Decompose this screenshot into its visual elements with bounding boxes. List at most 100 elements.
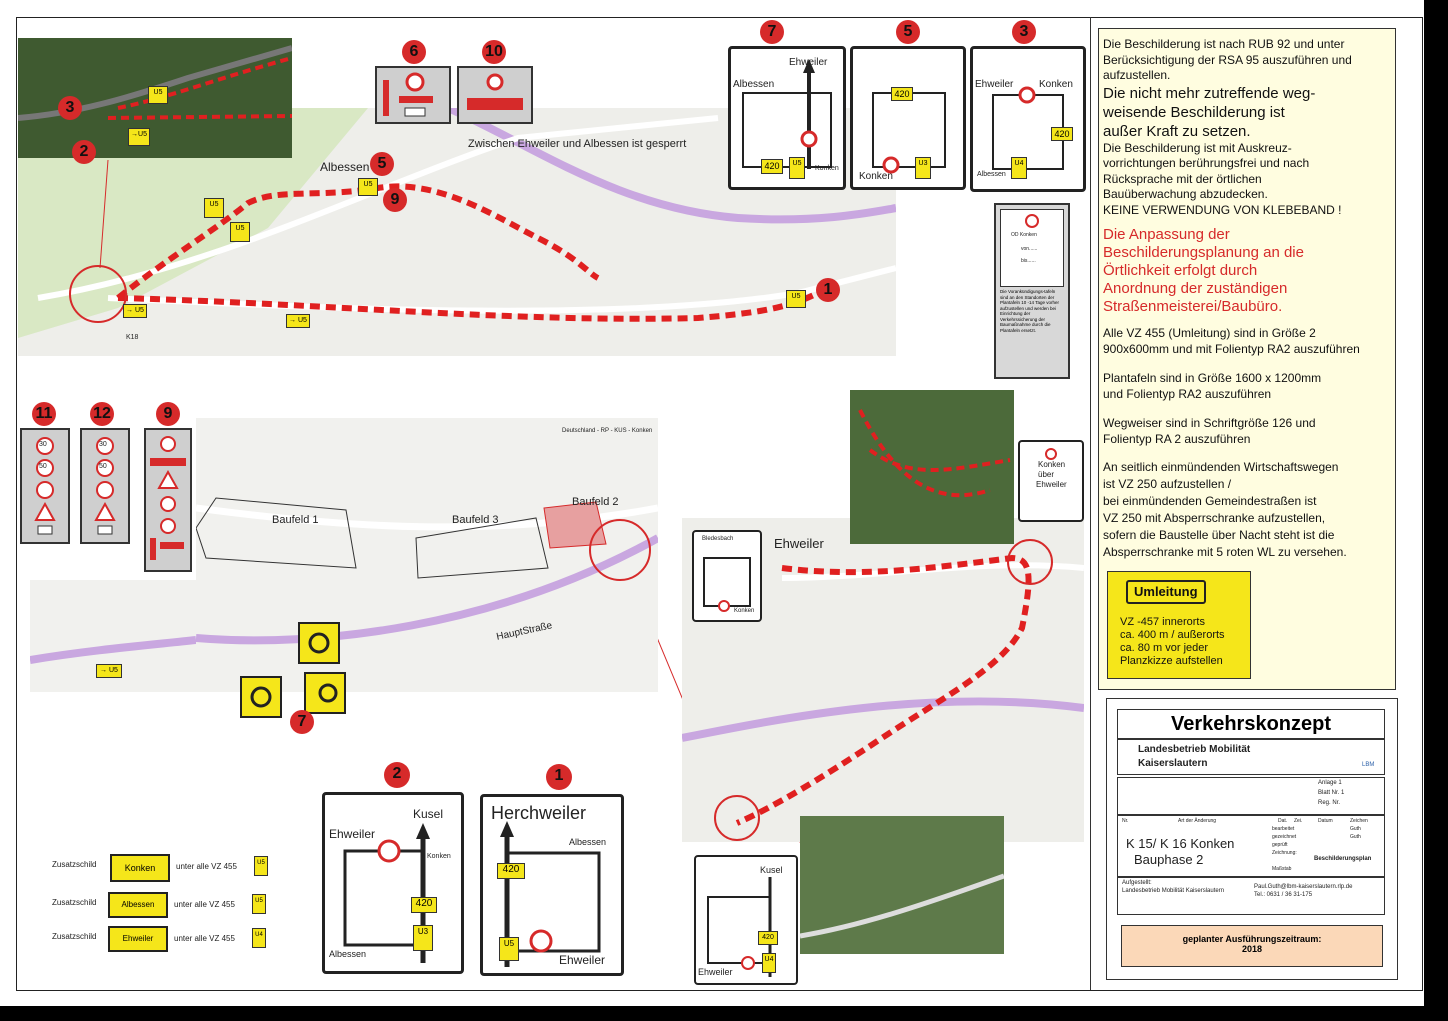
drawing-sheet: Zwischen Ehweiler und Albessen ist gespe… — [0, 0, 1424, 1006]
zusatz-tail-1: unter alle VZ 455 — [176, 862, 237, 871]
tb-aufgestellt-2: Landesbetrieb Mobilität Kaiserslautern — [1122, 888, 1225, 894]
middle-map-left: → U5 — [30, 580, 196, 692]
speed-30: 30 — [99, 441, 107, 448]
panel-12: 30 50 — [80, 428, 130, 544]
tb-h-datum: Datum — [1318, 818, 1333, 824]
zusatz-sign-1: Konken — [110, 854, 170, 882]
aerial-inset-bottom — [799, 816, 1005, 954]
marker-2-big: 2 — [384, 762, 410, 788]
tb-h-nr: Nr. — [1122, 818, 1129, 824]
lbm-logo: LBM — [1362, 762, 1375, 768]
panel-2-top: Kusel — [413, 807, 444, 821]
zusatz-legend: Zusatzschild Konken unter alle VZ 455 U5… — [50, 852, 290, 952]
notes-panel: Die Beschilderung ist nach RUB 92 und un… — [1098, 28, 1396, 690]
panel-2-left: Ehweiler — [329, 827, 376, 841]
panel-kusel-graphic — [707, 877, 772, 977]
right-map: Ehweiler — [682, 518, 1084, 842]
tb-anlage: Anlage 1 — [1318, 780, 1342, 786]
marker-11: 11 — [32, 402, 56, 426]
zusatz-u-1: U5 — [254, 856, 268, 876]
tb-revision-cell: Anlage 1 Blatt Nr. 1 Reg. Nr. — [1117, 777, 1385, 815]
tb-tel: Tel.: 0631 / 36 31-175 — [1254, 892, 1313, 898]
tb-guth-1: Guth — [1350, 826, 1361, 832]
marker-5: 5 — [370, 152, 394, 176]
no-entry-icon — [1025, 214, 1039, 228]
panel-bledesbach-graphic — [703, 557, 751, 612]
konken-l3: Ehweiler — [1036, 480, 1067, 489]
zusatz-tail-2: unter alle VZ 455 — [174, 900, 235, 909]
marker-7-mid: 7 — [290, 710, 314, 734]
kusel-u: U4 — [762, 953, 776, 973]
marker-1: 1 — [816, 278, 840, 302]
sheet-frame — [16, 17, 1423, 991]
panel-2-u: U3 — [413, 925, 433, 951]
tb-reg: Reg. Nr. — [1318, 800, 1341, 806]
tb-massstab: Maßstab — [1272, 866, 1292, 872]
title-block: Verkehrskonzept Landesbetrieb Mobilität … — [1106, 698, 1398, 980]
panel-7-u: U5 — [789, 157, 805, 179]
place-albessen: Albessen — [320, 160, 370, 174]
speed-50: 50 — [99, 463, 107, 470]
tb-h-art: Art der Änderung — [1178, 818, 1217, 824]
zusatz-u-3: U4 — [252, 928, 266, 948]
tb-org1: Landesbetrieb Mobilität — [1138, 744, 1251, 755]
tb-project-2: Bauphase 2 — [1134, 852, 1204, 867]
zusatz-label-1: Zusatzschild — [52, 860, 97, 869]
tb-guth-2: Guth — [1350, 834, 1361, 840]
zusatz-u-2: U5 — [252, 894, 266, 914]
marker-9: 9 — [383, 188, 407, 212]
marker-10: 10 — [482, 40, 506, 64]
panel-1-bottom: Ehweiler — [559, 953, 606, 967]
panel-1-right: Albessen — [569, 837, 607, 847]
panel-bledesbach: Bledesbach Konken — [692, 530, 762, 622]
panel-6 — [375, 66, 451, 124]
od-bis: bis...... — [1021, 258, 1036, 264]
konken-l1: Konken — [1038, 460, 1066, 469]
detour-sign: U5 — [148, 86, 168, 104]
od-konken-panel: OD Konken von...... bis...... Die Vorank… — [994, 203, 1070, 379]
speed-50: 50 — [39, 463, 47, 470]
panel-1-top: Herchweiler — [491, 803, 587, 823]
no-entry-icon — [1045, 448, 1057, 460]
tb-h-dat: Dat. — [1278, 818, 1288, 824]
panel-5-u: U3 — [915, 157, 931, 179]
tb-zeitraum-1: geplanter Ausführungszeitraum: — [1182, 934, 1322, 944]
tb-email: Paul.Guth@lbm-kaiserslautern.rlp.de — [1254, 884, 1353, 890]
speed-30: 30 — [39, 441, 47, 448]
note-4: Die Anpassung der Beschilderungsplanung … — [1103, 226, 1304, 315]
top-map: Zwischen Ehweiler und Albessen ist gespe… — [18, 108, 896, 356]
bledesbach-top: Bledesbach — [702, 536, 734, 542]
panel-2-bottom: Albessen — [329, 949, 367, 959]
panel-2: Kusel Ehweiler Konken 420 U3 Albessen — [322, 792, 464, 974]
panel-3-graphic — [992, 86, 1064, 170]
tb-header-cell: Nr. Art der Änderung Dat. Zei. Datum Zei… — [1117, 815, 1385, 877]
panel-7-left: Albessen — [733, 79, 775, 90]
detour-sign: U5 — [358, 178, 378, 196]
map-title: Deutschland - RP - KUS - Konken — [562, 428, 653, 434]
panel-2-route: 420 — [411, 897, 437, 913]
marker-12: 12 — [90, 402, 114, 426]
note-1: Die Beschilderung ist nach RUB 92 und un… — [1103, 37, 1352, 82]
detour-sign: → U5 — [123, 304, 147, 318]
panel-kusel-ehweiler: Kusel 420 U4 Ehweiler — [694, 855, 798, 985]
tb-aufgestellt: Aufgestellt: — [1122, 880, 1152, 886]
note-3: Die Beschilderung ist mit Auskreuz- vorr… — [1103, 140, 1342, 217]
marker-5-top: 5 — [896, 20, 920, 44]
baufeld-1: Baufeld 1 — [272, 514, 319, 526]
tb-zeitraum-cell: geplanter Ausführungszeitraum: 2018 — [1121, 925, 1383, 967]
tb-h-zeichen: Zeichen — [1350, 818, 1368, 824]
od-note: Die Vorankündigungs-tafeln sind an den S… — [1000, 289, 1059, 333]
marker-6: 6 — [402, 40, 426, 64]
umleitung-box: Umleitung VZ -457 innerorts ca. 400 m / … — [1107, 571, 1251, 679]
panel-3-route: 420 — [1051, 127, 1073, 141]
middle-map: Baufeld 1 Baufeld 3 Baufeld 2 HauptStraß… — [196, 418, 658, 692]
vertical-divider — [1090, 17, 1091, 990]
tb-geprueft: geprüft — [1272, 842, 1288, 848]
middle-map-left-roads — [30, 636, 196, 664]
detour-sign: → U5 — [286, 314, 310, 328]
panel-1-u: U5 — [499, 937, 519, 961]
tb-blatt: Blatt Nr. 1 — [1318, 790, 1345, 796]
detour-sign: U5 — [786, 290, 806, 308]
tb-zeichnung: Zeichnung: — [1272, 850, 1297, 856]
panel-12-graphic — [94, 437, 116, 535]
